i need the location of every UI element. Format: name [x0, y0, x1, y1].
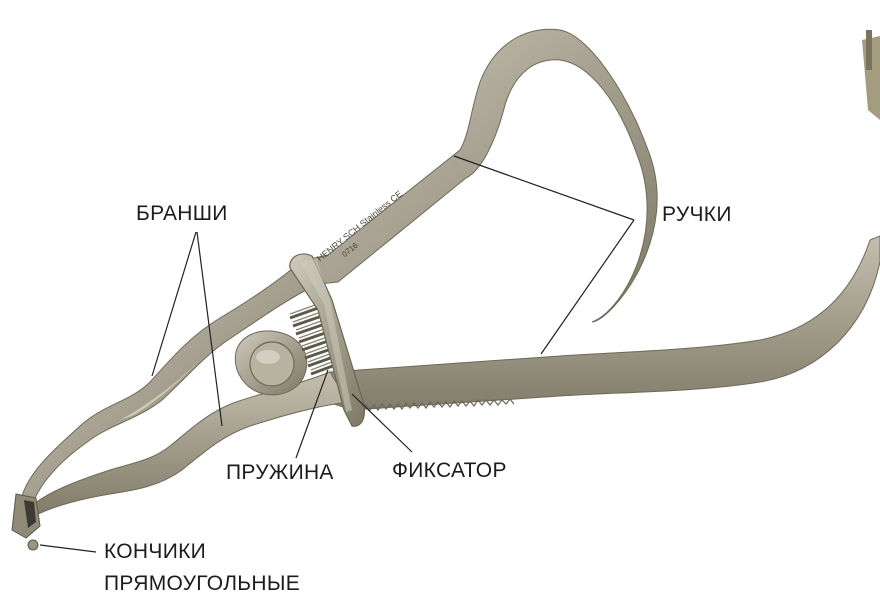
- leader-handles-1: [454, 156, 634, 220]
- background-object: [862, 30, 880, 120]
- upper-handle: [296, 29, 657, 322]
- label-spring: ПРУЖИНА: [226, 461, 334, 485]
- label-lock: ФИКСАТОР: [392, 459, 507, 483]
- leader-tips: [40, 545, 96, 552]
- leader-handles-2: [541, 220, 634, 354]
- label-handles: РУЧКИ: [662, 203, 732, 227]
- pivot-pin: [250, 342, 294, 386]
- label-tips-line1: КОНЧИКИ: [104, 540, 206, 564]
- label-tips-line2: ПРЯМОУГОЛЬНЫЕ: [104, 572, 300, 596]
- label-jaws: БРАНШИ: [136, 202, 228, 226]
- rectangular-tips: [12, 494, 40, 550]
